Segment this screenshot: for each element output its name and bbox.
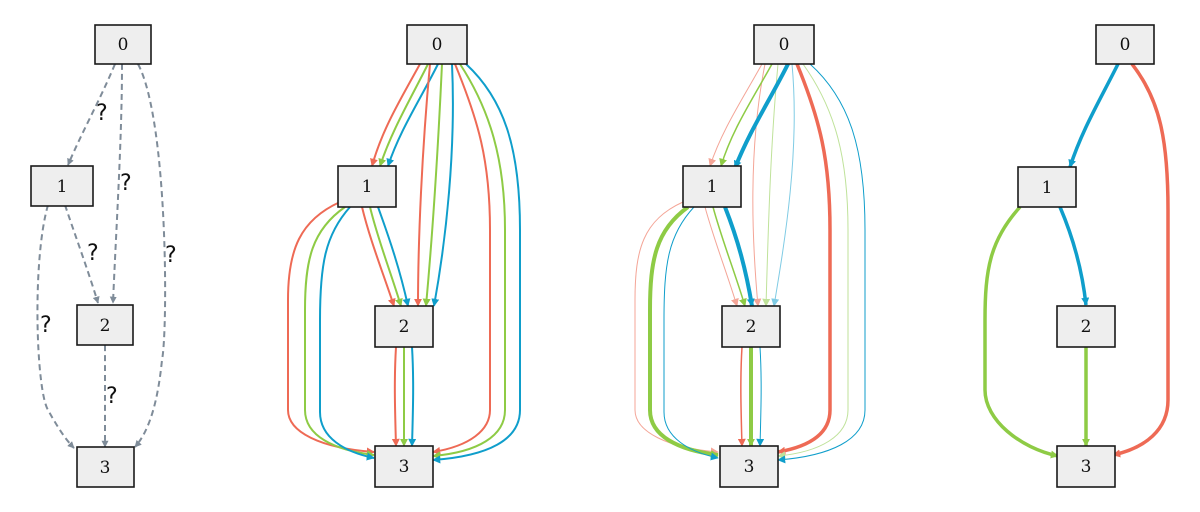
edge-0-1-blue xyxy=(733,63,790,169)
node-3[interactable]: 3 xyxy=(1056,445,1116,488)
edge-label-1-3: ? xyxy=(40,313,52,338)
edge-1-3-blue xyxy=(319,206,375,461)
node-label: 3 xyxy=(399,457,410,477)
node-2[interactable]: 2 xyxy=(76,304,134,346)
node-0[interactable]: 0 xyxy=(753,24,815,65)
edge-1-2-green xyxy=(369,206,403,307)
panel-selected-paths xyxy=(983,62,1170,459)
edge-1-3-green xyxy=(983,205,1059,459)
edge-1-2-blue xyxy=(723,206,755,307)
node-2[interactable]: 2 xyxy=(1056,305,1116,348)
edge-1-2-red xyxy=(704,206,739,307)
edge-0-3-red xyxy=(432,63,491,455)
node-3[interactable]: 3 xyxy=(76,446,135,488)
edge-0-1-blue xyxy=(1068,63,1120,168)
node-label: 2 xyxy=(100,316,111,336)
edge-0-1-green xyxy=(719,63,773,167)
edge-1-2-blue xyxy=(377,206,411,307)
node-label: 1 xyxy=(362,177,373,197)
edge-0-2-blue-faint xyxy=(771,63,795,307)
edge-1-3-red xyxy=(287,201,375,456)
node-label: 3 xyxy=(100,458,111,478)
panel-uncertain-graph xyxy=(36,63,167,449)
node-label: 2 xyxy=(1081,317,1092,337)
node-3[interactable]: 3 xyxy=(374,445,434,488)
edge-1-2-red xyxy=(361,206,396,307)
edge-0-2-green-faint xyxy=(762,63,779,307)
node-1[interactable]: 1 xyxy=(30,165,94,207)
edge-0-3 xyxy=(134,63,167,448)
node-label: 1 xyxy=(707,177,718,197)
node-1[interactable]: 1 xyxy=(337,165,397,208)
edge-label-1-2: ? xyxy=(87,241,99,266)
edge-0-3-blue xyxy=(432,63,521,464)
edge-1-3-blue xyxy=(663,206,719,461)
edge-uncertainty-labels: ? ? ? ? ? ? xyxy=(40,101,177,409)
node-0[interactable]: 0 xyxy=(1095,24,1155,65)
panel-weighted-paths xyxy=(634,63,866,464)
edge-0-1 xyxy=(67,63,116,166)
edge-2-3-red xyxy=(391,346,400,447)
edge-1-2 xyxy=(64,204,100,304)
edge-0-3-red xyxy=(777,63,832,455)
edge-0-2-red-faint xyxy=(752,63,766,307)
node-0[interactable]: 0 xyxy=(94,24,152,65)
node-label: 0 xyxy=(1120,35,1131,55)
edge-label-2-3: ? xyxy=(106,384,118,409)
edge-0-3-green xyxy=(432,63,506,460)
node-label: 3 xyxy=(1081,457,1092,477)
edge-1-3-green xyxy=(304,206,375,459)
node-label: 2 xyxy=(399,317,410,337)
edge-0-2 xyxy=(109,63,123,304)
edge-label-0-3: ? xyxy=(165,243,177,268)
edge-0-3-red xyxy=(1112,62,1170,458)
edge-0-1-red xyxy=(708,63,763,167)
node-2[interactable]: 2 xyxy=(721,305,781,348)
node-label: 2 xyxy=(746,317,757,337)
node-label: 0 xyxy=(779,35,790,55)
panel-all-sampled-paths xyxy=(287,63,521,464)
edge-0-1-green xyxy=(378,63,429,167)
node-3[interactable]: 3 xyxy=(719,445,779,488)
edge-label-0-2: ? xyxy=(120,171,132,196)
node-label: 3 xyxy=(744,457,755,477)
node-label: 0 xyxy=(432,35,443,55)
edge-0-2-blue xyxy=(431,63,454,307)
edge-0-1-red xyxy=(370,63,421,167)
edge-0-3-green xyxy=(777,63,849,460)
edge-1-3-green xyxy=(648,205,719,459)
edge-2-3-red xyxy=(737,346,746,447)
node-0[interactable]: 0 xyxy=(406,24,468,65)
edge-label-0-1: ? xyxy=(96,101,108,126)
edge-1-3-red xyxy=(634,201,719,456)
edge-0-2-green xyxy=(422,63,443,307)
edge-2-3-blue xyxy=(408,346,417,447)
edge-2-3-blue xyxy=(756,346,765,447)
edge-0-1-blue xyxy=(386,63,439,167)
node-1[interactable]: 1 xyxy=(1017,166,1077,208)
node-2[interactable]: 2 xyxy=(374,305,434,348)
node-label: 1 xyxy=(57,177,68,197)
node-label: 0 xyxy=(118,35,129,55)
edge-0-3-blue xyxy=(777,63,866,464)
edge-1-2-blue xyxy=(1058,206,1090,306)
edge-1-2-green xyxy=(712,206,747,307)
edge-0-2-red xyxy=(414,63,431,307)
node-1[interactable]: 1 xyxy=(682,165,742,208)
node-label: 1 xyxy=(1042,178,1053,198)
